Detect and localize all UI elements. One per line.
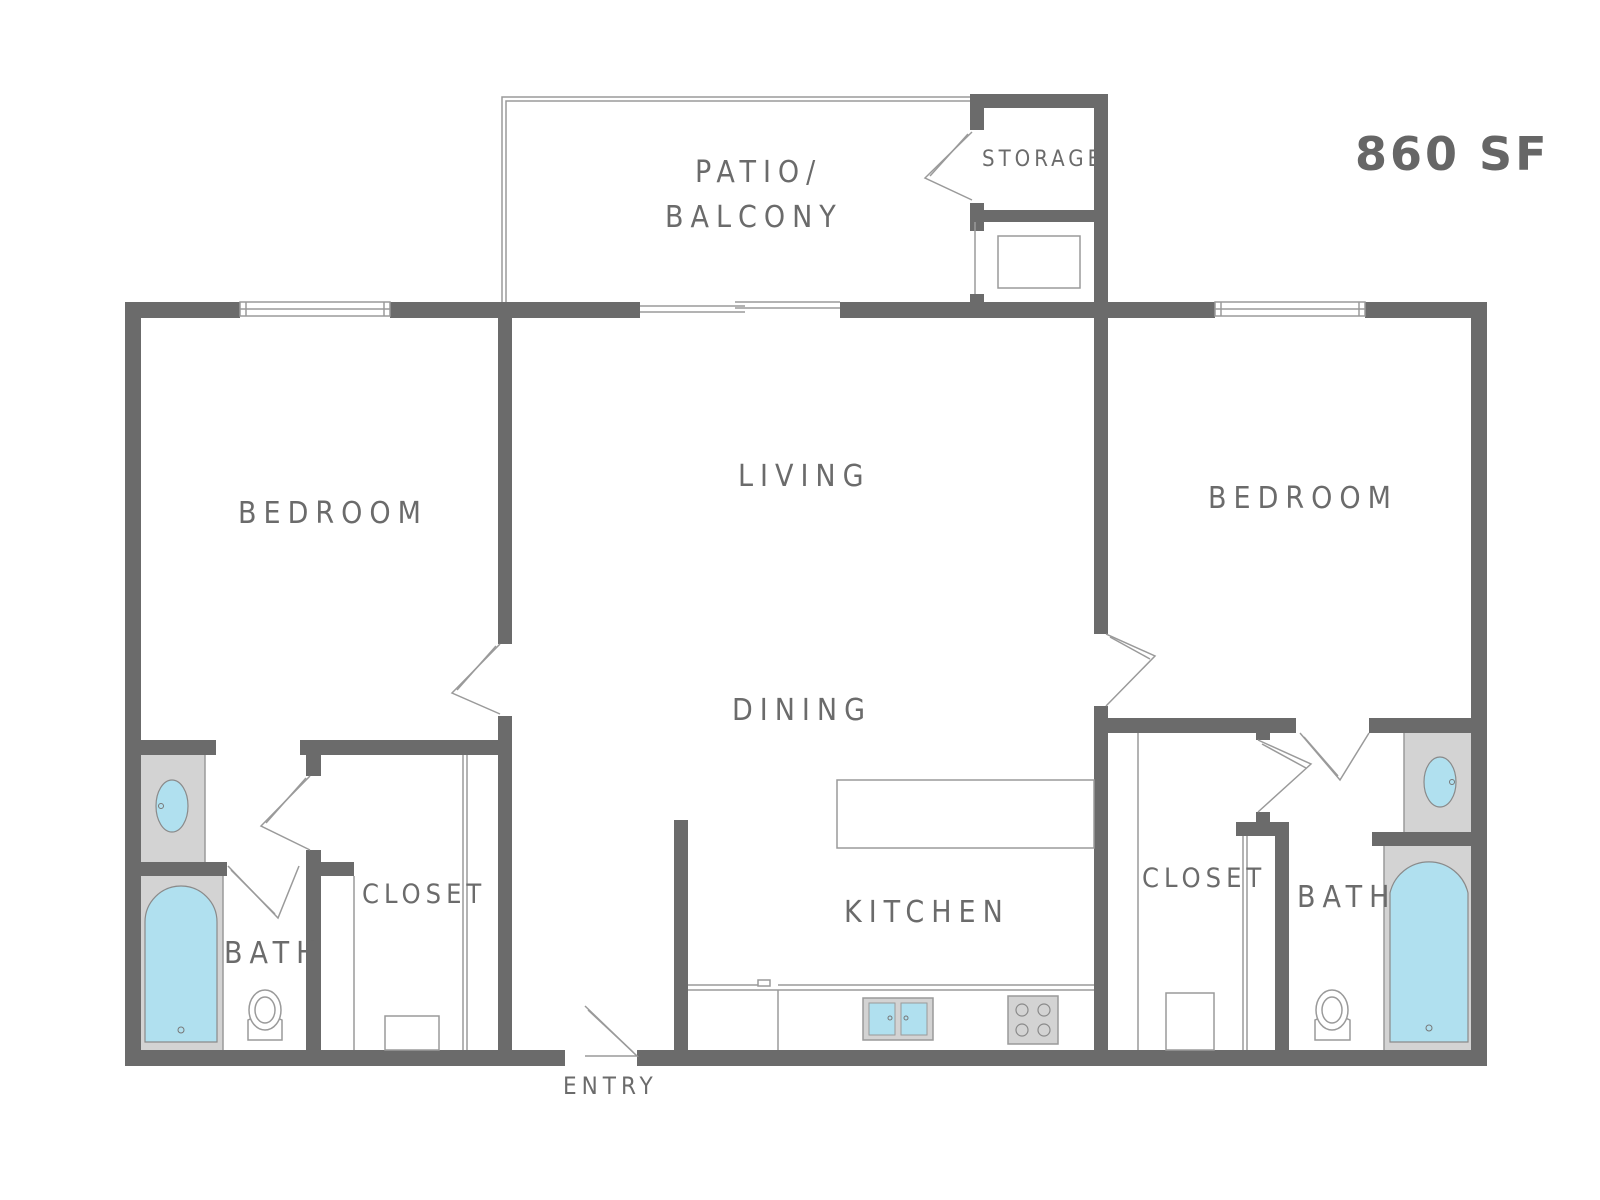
entry-label: ENTRY [563, 1072, 658, 1100]
storage-label: STORAGE [982, 147, 1104, 172]
interior-walls [139, 316, 1487, 1062]
area-label: 860 SF [1355, 127, 1550, 181]
stove [1007, 995, 1059, 1045]
left-bath-sink [141, 755, 206, 862]
patio-label-line2: BALCONY [665, 200, 843, 235]
patio-outline [501, 96, 970, 303]
bath-left-label: BATH [224, 936, 323, 971]
door-swings [227, 633, 1370, 1057]
right-toilet [1314, 989, 1351, 1041]
kitchen-counter [688, 979, 1094, 1050]
bath-right-label: BATH [1297, 880, 1396, 915]
bedroom-left-label: BEDROOM [238, 496, 428, 531]
living-label: LIVING [738, 459, 871, 494]
left-toilet [247, 989, 283, 1041]
bedroom-right-label: BEDROOM [1208, 481, 1398, 516]
kitchen-island [836, 779, 1095, 849]
left-bathtub [141, 876, 224, 1050]
storage-door-swing [923, 131, 973, 201]
patio-label-line1: PATIO/ [695, 155, 822, 190]
closet-right-label: CLOSET [1142, 863, 1266, 894]
kitchen-sink [862, 997, 934, 1041]
closet-left-label: CLOSET [362, 879, 486, 910]
closet-shelves [353, 733, 1248, 1051]
right-bath-sink [1403, 733, 1471, 832]
sliding-door [640, 301, 840, 313]
outer-walls [125, 302, 1487, 1066]
windows [239, 301, 1366, 317]
right-bathtub [1383, 846, 1471, 1050]
dining-label: DINING [732, 693, 872, 728]
storage-walls [970, 94, 1108, 310]
water-heater [997, 235, 1081, 289]
kitchen-label: KITCHEN [844, 895, 1010, 930]
